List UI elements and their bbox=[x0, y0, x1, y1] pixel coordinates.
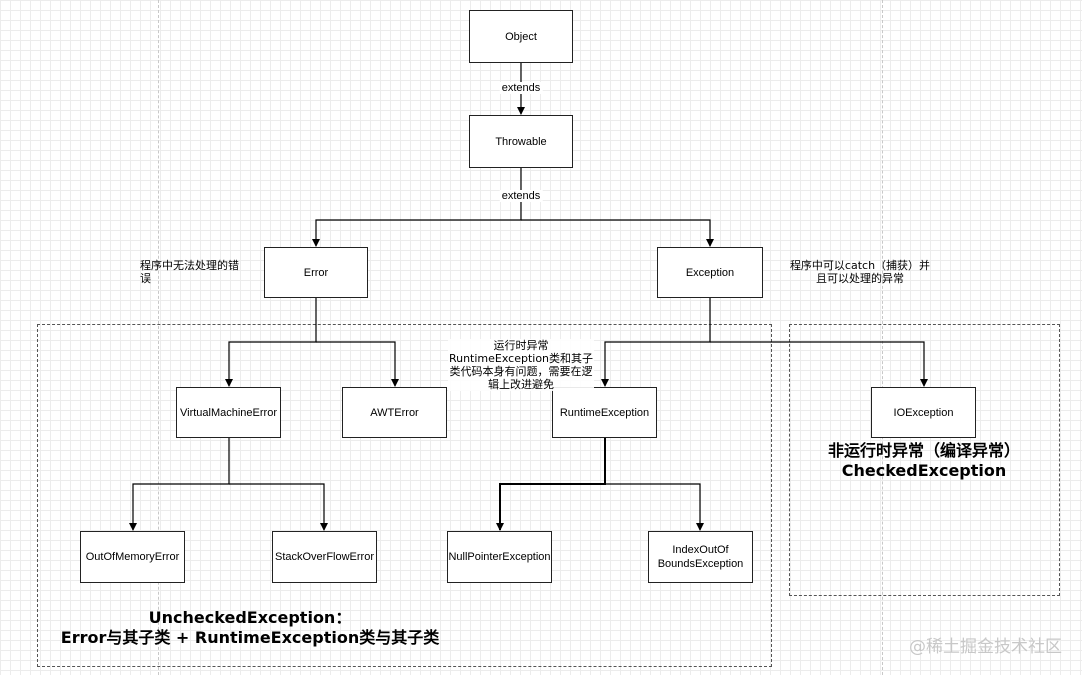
node-throwable[interactable]: Throwable bbox=[469, 115, 573, 168]
page-guide-left bbox=[158, 0, 159, 675]
edge-vmerror-oom bbox=[129, 438, 230, 531]
node-io-exception-label: IOException bbox=[893, 406, 954, 419]
node-io-exception[interactable]: IOException bbox=[871, 387, 976, 438]
node-stack-overflow-error-label: StackOverFlowError bbox=[274, 551, 375, 563]
node-exception[interactable]: Exception bbox=[657, 247, 763, 298]
node-index-out-of-bounds-exception-label: IndexOutOf BoundsException bbox=[657, 544, 744, 570]
node-null-pointer-exception[interactable]: NullPointerException bbox=[447, 531, 552, 583]
node-exception-label: Exception bbox=[685, 266, 735, 279]
node-stack-overflow-error[interactable]: StackOverFlowError bbox=[272, 531, 377, 583]
node-awt-error[interactable]: AWTError bbox=[342, 387, 447, 438]
node-object-label: Object bbox=[505, 30, 537, 43]
page-guide-right bbox=[882, 0, 883, 675]
edge-exception-ioexception bbox=[710, 341, 928, 387]
node-virtual-machine-error[interactable]: VirtualMachineError bbox=[176, 387, 281, 438]
extends-label-1: extends bbox=[499, 82, 543, 94]
node-runtime-exception[interactable]: RuntimeException bbox=[552, 387, 657, 438]
node-runtime-exception-label: RuntimeException bbox=[559, 406, 650, 419]
edge-runtime-ioob bbox=[605, 483, 704, 531]
node-throwable-label: Throwable bbox=[495, 135, 547, 148]
node-out-of-memory-error-label: OutOfMemoryError bbox=[85, 551, 180, 563]
edge-error-awterror bbox=[316, 341, 399, 387]
edge-error-vmerror bbox=[225, 298, 317, 387]
node-virtual-machine-error-label: VirtualMachineError bbox=[179, 406, 277, 419]
extends-label-2: extends bbox=[499, 190, 543, 202]
node-error-label: Error bbox=[303, 266, 329, 279]
checked-exception-region bbox=[789, 324, 1060, 596]
runtime-exception-note: 运行时异常 RuntimeException类和其子 类代码本身有问题，需要在逻… bbox=[448, 339, 594, 391]
unchecked-exception-region bbox=[37, 324, 772, 667]
edge-runtime-npe bbox=[496, 438, 606, 531]
node-out-of-memory-error[interactable]: OutOfMemoryError bbox=[80, 531, 185, 583]
unchecked-exception-title: UncheckedException： Error与其子类 + RuntimeE… bbox=[60, 608, 440, 647]
watermark: @稀土掘金技术社区 bbox=[909, 637, 1062, 657]
node-index-out-of-bounds-exception[interactable]: IndexOutOf BoundsException bbox=[648, 531, 753, 583]
exception-note: 程序中可以catch（捕获）并 且可以处理的异常 bbox=[789, 259, 931, 285]
checked-exception-title: 非运行时异常（编译异常） CheckedException bbox=[827, 441, 1020, 480]
edge-exception-runtime bbox=[601, 298, 711, 387]
edge-throwable-error bbox=[312, 168, 522, 247]
error-note: 程序中无法处理的错 误 bbox=[140, 259, 239, 285]
node-object[interactable]: Object bbox=[469, 10, 573, 63]
node-error[interactable]: Error bbox=[264, 247, 368, 298]
node-awt-error-label: AWTError bbox=[370, 406, 419, 419]
node-null-pointer-exception-label: NullPointerException bbox=[448, 551, 551, 563]
edge-throwable-exception bbox=[521, 219, 714, 247]
edge-vmerror-so bbox=[229, 483, 328, 531]
